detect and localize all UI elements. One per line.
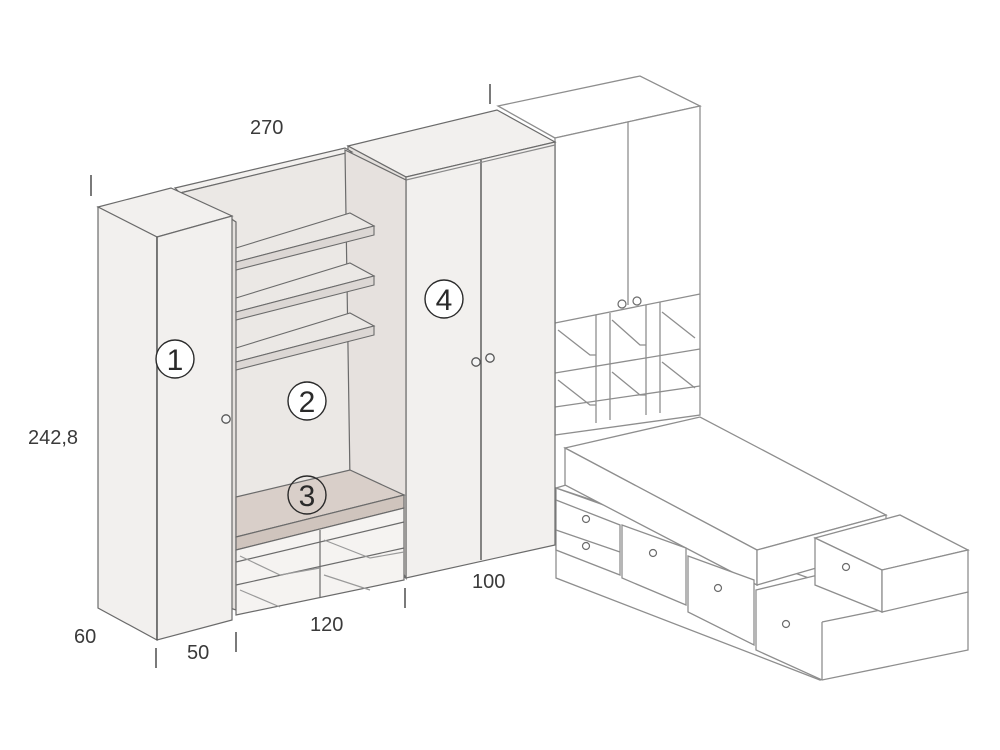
dimension-module-2-width: 120 (310, 614, 343, 636)
module-1-front (156, 215, 233, 641)
callout-module-3: 3 (287, 475, 327, 515)
module-1-side (97, 206, 158, 642)
module-1-handle (221, 414, 231, 424)
callout-module-1-label: 1 (167, 344, 184, 377)
module-1-cabinet (96, 187, 234, 642)
callout-module-2-label: 2 (299, 386, 316, 419)
dimension-depth: 60 (74, 626, 96, 648)
module-2-shelves (235, 212, 376, 371)
callout-module-2: 2 (287, 381, 327, 421)
callout-module-4-label: 4 (436, 284, 453, 317)
dimension-module-4-width: 100 (472, 571, 505, 593)
callout-module-1: 1 (155, 339, 195, 379)
reference-wardrobe-knobs (617, 296, 642, 309)
reference-wardrobe-right (496, 75, 702, 436)
dimension-ticks (90, 84, 491, 668)
module-4-handles (471, 353, 495, 367)
reference-bed-knobs (581, 514, 851, 629)
dimension-module-1-width: 50 (187, 642, 209, 664)
module-3-bench (235, 469, 406, 616)
callout-module-4: 4 (424, 279, 464, 319)
reference-bed (553, 416, 970, 681)
dimension-width-total: 270 (250, 117, 283, 139)
dimension-height: 242,8 (28, 427, 78, 449)
callout-module-3-label: 3 (299, 480, 316, 513)
